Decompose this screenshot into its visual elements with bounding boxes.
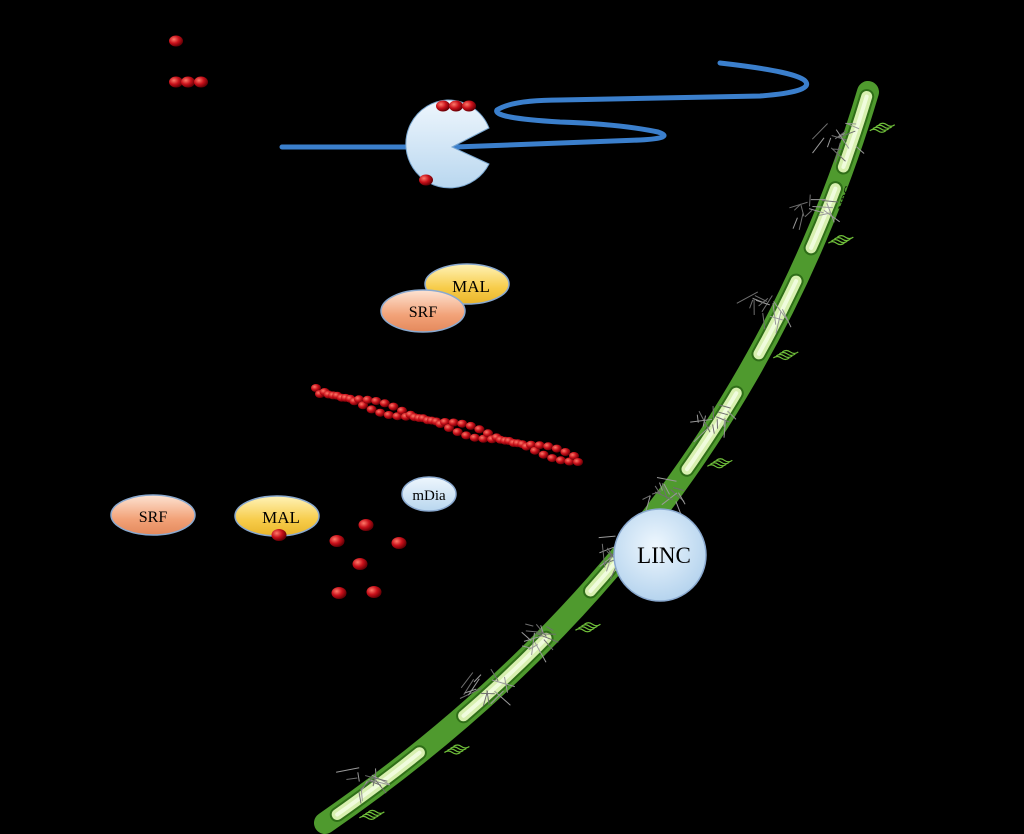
npc-hair-tuft [869,122,896,133]
f-actin-bead [573,458,583,466]
g-actin-monomer [462,100,476,112]
g-actin-monomer [391,537,407,549]
g-actin-monomer [331,587,347,599]
npc-hair-tuft [575,622,601,633]
dna-strand [279,60,810,150]
mal-label: MAL [452,277,490,296]
g-actin-monomer [366,586,382,598]
f-actin-bead [526,440,536,449]
f-actin-bead [461,431,472,440]
g-actin-monomer [181,76,195,88]
f-actin-bead [448,418,459,427]
f-actin-bead [371,397,382,405]
f-actin-bead [457,419,468,428]
f-actin-bead [366,405,377,414]
g-actin-monomer [436,100,450,112]
f-actin-bead [474,425,485,434]
lamina-tuft [521,623,559,663]
g-actin-monomer [358,519,374,531]
lamina-tuft [811,122,865,163]
membrane-segment-highlight [461,636,549,718]
npc-hair-tuft [827,235,854,246]
f-actin-bead [543,442,554,451]
srf-protein [110,494,196,536]
membrane-segment-highlight [809,186,838,250]
f-actin-bead [534,441,545,450]
lamina-tuft [789,194,840,231]
f-actin-bead [551,444,562,453]
srf-label: SRF [139,509,168,526]
lamina-tuft [736,291,792,334]
mal-lower: MAL [234,495,320,541]
g-actin-monomer [169,35,183,47]
mal-label: MAL [262,508,300,527]
f-actin-bead [383,411,394,419]
g-actin-monomer [194,76,208,88]
lamina-tuft [690,404,737,443]
f-actin-bead [555,456,566,465]
g-actin-monomer [271,529,287,541]
npc-filaments [358,122,896,820]
mdia-label: mDia [412,488,446,504]
f-actin-bead [538,450,549,459]
g-actin-monomer [419,174,433,186]
mdia-protein-group: mDia [401,476,457,512]
membrane-segment-highlight [841,94,869,169]
g-actin-monomer [329,535,345,547]
f-actin-bead [469,433,480,442]
f-actin-bead [375,408,386,417]
linc-circle [613,508,707,602]
srf-protein [380,289,466,333]
linc-complex: LINC [613,508,707,602]
g-actin-monomer [169,76,183,88]
membrane-segment-highlight [756,279,799,356]
lamina-tuft [336,767,391,804]
f-actin-bead [547,454,558,463]
membrane-band [314,81,879,834]
ribosome-complex [405,99,490,189]
f-actin-bead [354,395,364,404]
f-actin-bead [388,402,399,411]
ribosome-actin [419,100,476,186]
linc-label: LINC [637,543,691,568]
f-actin-bead [452,428,463,436]
f-actin-filament [311,384,583,466]
npc-hair-tuft [772,349,799,361]
f-actin-bead [560,448,571,456]
npc-hair-tuft [706,458,733,469]
npc-label: NPC [835,184,857,213]
mdia-protein [401,476,457,512]
lamina-tuft [459,668,515,707]
membrane-segment-highlight [685,391,739,472]
f-actin-bead [362,395,373,404]
srf-lower: SRF [110,494,196,536]
lamina-meshwork [336,122,865,804]
npc-hair-tuft [444,744,470,755]
g-actin-monomers-top [169,35,208,88]
f-actin-bead [483,429,493,438]
srf-label: SRF [409,304,438,321]
f-actin-bead [569,452,579,460]
f-actin-bead [440,418,450,426]
nuclear-envelope [314,81,879,834]
f-actin-bead [379,399,390,408]
mal-srf-complex-upper: MAL SRF [380,263,510,333]
g-actin-monomer [449,100,463,112]
f-actin-bead [397,406,407,415]
f-actin-bead [465,421,476,430]
npc-hair-tuft [358,809,385,820]
f-actin-bead [311,384,321,392]
g-actin-monomer [352,558,368,570]
g-actin-monomers-lower [329,519,407,599]
